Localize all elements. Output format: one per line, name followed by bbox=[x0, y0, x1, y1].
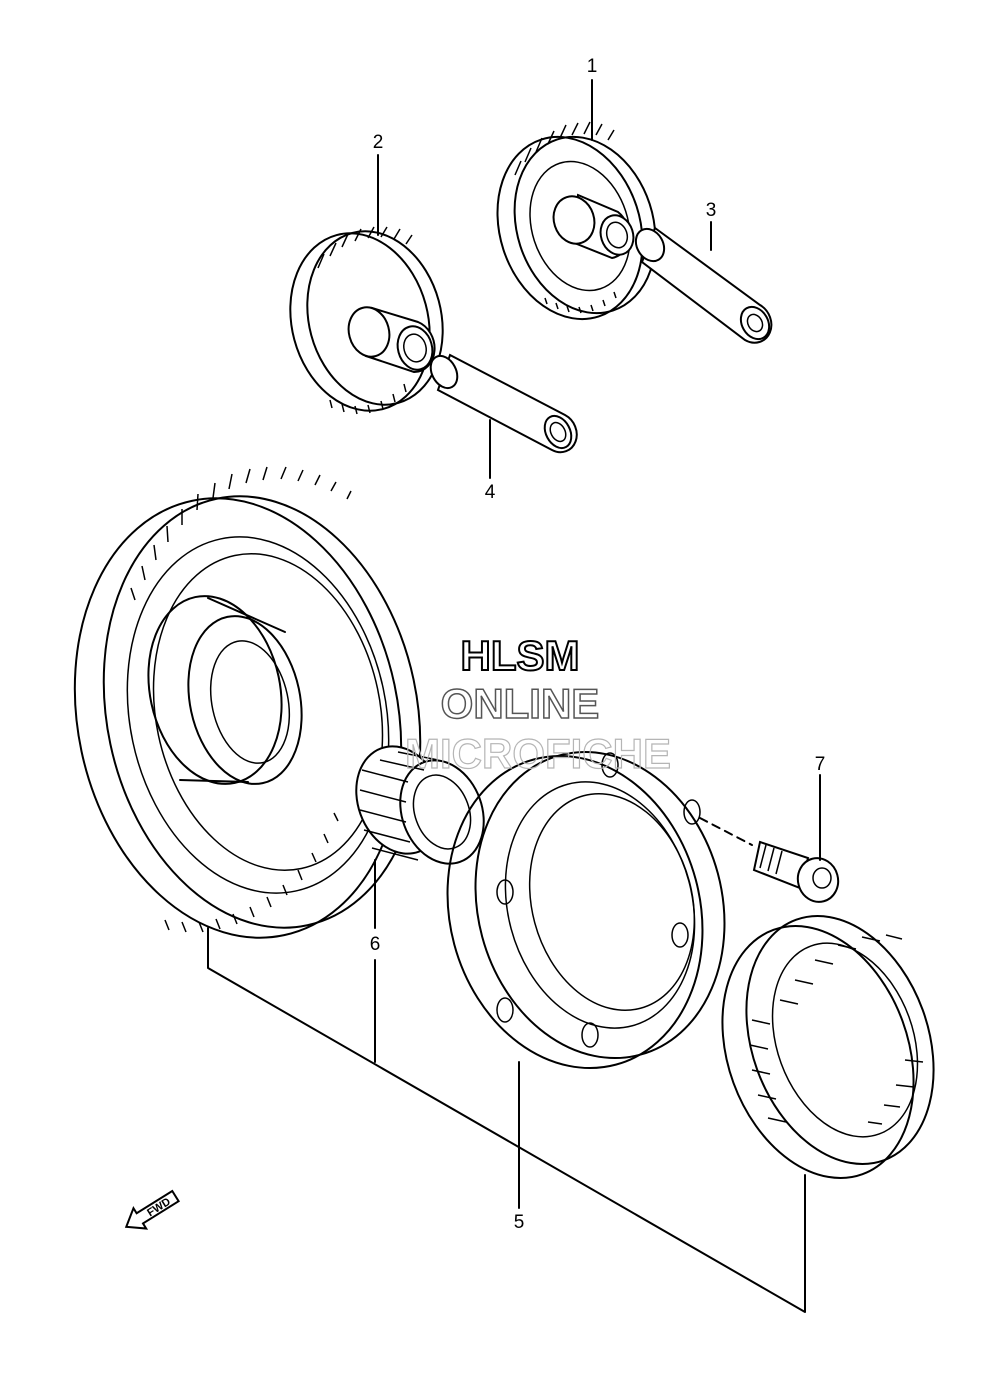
callout-6: 6 bbox=[370, 934, 381, 955]
part-1-idler-gear bbox=[496, 121, 657, 321]
fwd-arrow: FWD bbox=[124, 1189, 180, 1230]
starter-driven-gear bbox=[73, 466, 422, 939]
callout-5: 5 bbox=[514, 1212, 525, 1233]
callout-7: 7 bbox=[815, 754, 826, 775]
watermark-line3: MICROFICHE bbox=[405, 730, 671, 777]
watermark-line1: HLSM bbox=[461, 632, 580, 679]
callout-labels: 1 2 3 4 5 6 7 bbox=[370, 56, 826, 1233]
watermark-line2: ONLINE bbox=[441, 680, 600, 727]
leader-lines bbox=[374, 79, 821, 1209]
one-way-clutch bbox=[721, 915, 935, 1179]
part-4-shaft bbox=[429, 353, 578, 454]
callout-4: 4 bbox=[485, 482, 496, 503]
part-2-idler-gear bbox=[289, 226, 444, 415]
callout-2: 2 bbox=[373, 132, 384, 153]
part-6-needle-bearing bbox=[355, 745, 485, 865]
part-5-clutch-housing bbox=[446, 750, 726, 1070]
callout-1: 1 bbox=[587, 56, 598, 77]
callout-3: 3 bbox=[706, 200, 717, 221]
part-3-shaft bbox=[634, 226, 773, 344]
assembly-bracket bbox=[207, 927, 806, 1313]
watermark: HLSM ONLINE MICROFICHE bbox=[404, 631, 671, 778]
part-7-bolt bbox=[699, 817, 840, 903]
